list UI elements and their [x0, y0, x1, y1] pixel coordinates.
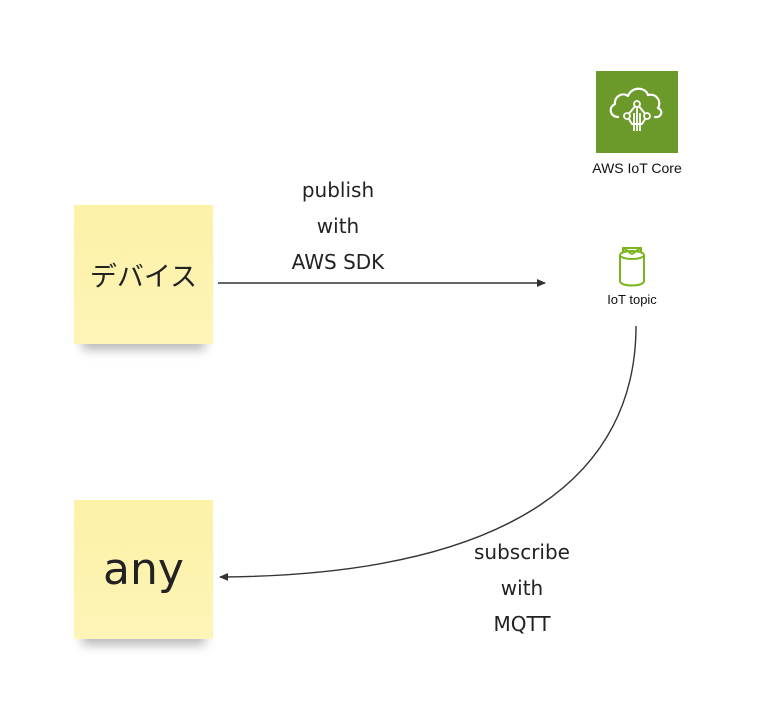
sticky-note-text: any	[103, 544, 184, 595]
subscribe-arrow[interactable]	[219, 325, 637, 581]
aws-iot-core-label: AWS IoT Core	[592, 160, 682, 176]
edge-label-line: with	[316, 214, 360, 238]
cloud-circuit-icon	[609, 87, 663, 131]
aws-iot-core-icon[interactable]	[596, 71, 678, 153]
iot-topic-icon[interactable]	[617, 241, 647, 289]
edge-label-line: AWS SDK	[291, 250, 385, 274]
edge-label-line: publish	[301, 178, 375, 202]
sticky-note-text: デバイス	[89, 262, 198, 293]
edge-label-line: subscribe	[474, 540, 570, 564]
sticky-note-device[interactable]: デバイス	[74, 205, 213, 344]
sticky-note-any[interactable]: any	[74, 500, 213, 639]
iot-topic-label: IoT topic	[607, 292, 657, 307]
subscribe-edge-label: subscribe with MQTT	[452, 534, 592, 642]
publish-edge-label: publish with AWS SDK	[268, 172, 408, 280]
edge-label-line: MQTT	[493, 612, 551, 636]
edge-label-line: with	[500, 576, 544, 600]
